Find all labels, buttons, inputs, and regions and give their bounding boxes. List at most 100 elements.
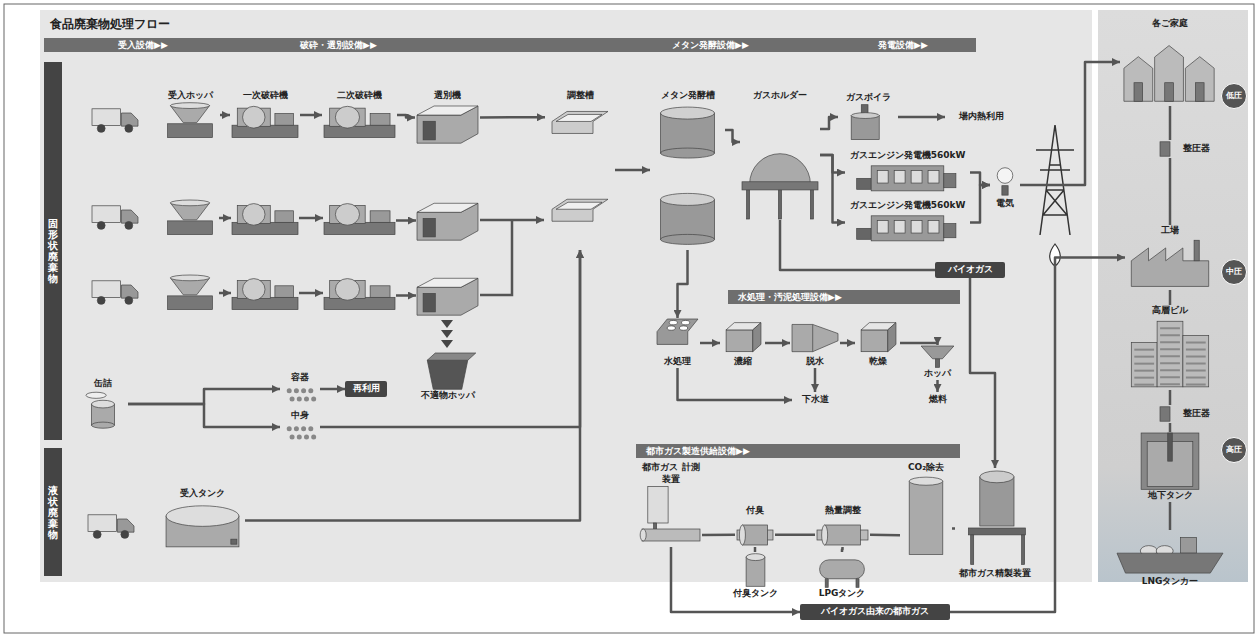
hopper-icon [168, 275, 213, 310]
flow-connector [1020, 62, 1120, 185]
city-panel [1098, 10, 1248, 582]
node-label: ホッパ [924, 368, 951, 380]
node-label: 燃料 [929, 394, 947, 406]
section-label: 都市ガス製造供給設備▶▶ [646, 444, 750, 458]
flow-connector [970, 173, 990, 186]
crusher-icon [324, 204, 395, 235]
flow-connector [700, 342, 720, 345]
flow-connector [220, 114, 230, 117]
text-node: 下水道 [792, 392, 838, 408]
category-band: 固形状廃棄物 [44, 62, 62, 440]
node-label: 整圧器 [1183, 408, 1210, 420]
flow-connector [950, 258, 1125, 613]
node-label: 濃縮 [734, 356, 752, 368]
diagram-title: 食品廃棄物処理フロー [50, 16, 170, 33]
node-label: 一次破砕機 [243, 90, 288, 102]
section-label: 受入設備▶▶ [118, 38, 168, 52]
drop-marker [441, 340, 453, 348]
buildings-icon [1125, 305, 1215, 390]
crusher-icon [232, 279, 298, 310]
flow-connector [678, 368, 793, 400]
equipment-node: 乾燥 [855, 318, 900, 368]
equipment-node: 熱量調整 [815, 505, 870, 547]
flow-line [396, 219, 416, 222]
truck-icon [88, 515, 134, 539]
trays-icon [545, 90, 615, 250]
node-label: 受入ホッパ [168, 90, 213, 102]
equipment-node: 地下タンク [1130, 432, 1210, 502]
flow-connector [952, 527, 955, 530]
flow-connector [1169, 106, 1172, 140]
flow-connector [820, 117, 838, 129]
flow-connector [820, 155, 845, 223]
node-label: 乾燥 [869, 356, 887, 368]
node-label: 都市ガス 計測装置 [640, 462, 702, 485]
purifier-icon [955, 468, 1035, 580]
flow-connector [1169, 158, 1172, 225]
flow-connector [775, 534, 815, 537]
node-label: 不適物ホッパ [421, 390, 475, 402]
equipment-illustrations [88, 109, 1074, 539]
truck-icon [92, 206, 138, 230]
flow-connector [320, 388, 345, 391]
flow-line [299, 292, 323, 295]
flow-tag: 再利用 [345, 381, 387, 397]
node-label: ガスエンジン発電機560kW [850, 150, 966, 162]
section-label: 水処理・汚泥処理設備▶▶ [738, 290, 842, 304]
section-bar [636, 444, 960, 458]
category-band: 液状廃棄物 [44, 448, 62, 576]
node-label: 高圧 [1226, 445, 1242, 455]
text-node: 燃料 [917, 392, 958, 408]
node-label: 電気 [996, 198, 1014, 210]
node-label: 二次破砕機 [337, 90, 382, 102]
node-label: バイオガス [948, 264, 993, 276]
node-label: 再利用 [353, 383, 380, 395]
crusher-icon [324, 279, 395, 310]
flow-line [299, 217, 323, 220]
flow-connector [671, 547, 800, 612]
main-panel [40, 10, 1092, 582]
flow-connector [870, 534, 900, 537]
truck-icon [92, 109, 138, 133]
flow-line [396, 294, 416, 297]
cyls-icon [650, 90, 725, 250]
equipment-node: 選別機 [415, 90, 480, 145]
drop-marker [441, 320, 453, 328]
outer-frame [4, 4, 1254, 633]
houses-icon [1120, 18, 1220, 106]
flow-connector [765, 342, 790, 345]
flow-connector [480, 116, 545, 119]
section-bar [728, 290, 960, 304]
flow-connector [300, 114, 322, 117]
equipment-node: 缶詰 [78, 378, 128, 430]
flow-connector [1169, 290, 1172, 305]
equipment-node: 付臭 [735, 505, 775, 547]
node-label: ガスホルダー [753, 90, 807, 102]
pressure-badge: 中圧 [1221, 259, 1247, 285]
equipment-node: 容器 [280, 372, 320, 406]
hopper-icon [168, 200, 213, 235]
equipment-node: 工場 [1125, 225, 1215, 290]
flow-connector [615, 169, 650, 172]
flow-tag: バイオガス [935, 262, 1005, 278]
node-label: 液状廃棄物 [48, 485, 58, 540]
flow-connector [970, 185, 990, 223]
flow-connector [1169, 390, 1172, 405]
flow-connector [320, 250, 580, 427]
node-label: 選別機 [434, 90, 461, 102]
node-label: ガスボイラ [846, 92, 891, 104]
node-label: 受入タンク [180, 488, 225, 500]
node-label: メタン発酵槽 [661, 90, 715, 102]
flow-connector [1169, 423, 1172, 432]
equipment-node: 整圧器 [1160, 405, 1210, 423]
flow-connector [814, 368, 817, 392]
sorter-icon [417, 278, 478, 315]
node-label: 地下タンク [1148, 490, 1193, 502]
crusher-icon [232, 204, 298, 235]
node-label: 整圧器 [1183, 143, 1210, 155]
equipment-node: ホッパ [915, 345, 960, 380]
node-label: バイオガス由来の都市ガス [821, 606, 929, 618]
equipment-node: 一次破砕機 [230, 90, 300, 140]
equipment-node: CO₂除去 [900, 462, 952, 557]
node-label: LNGタンカー [1142, 576, 1199, 588]
